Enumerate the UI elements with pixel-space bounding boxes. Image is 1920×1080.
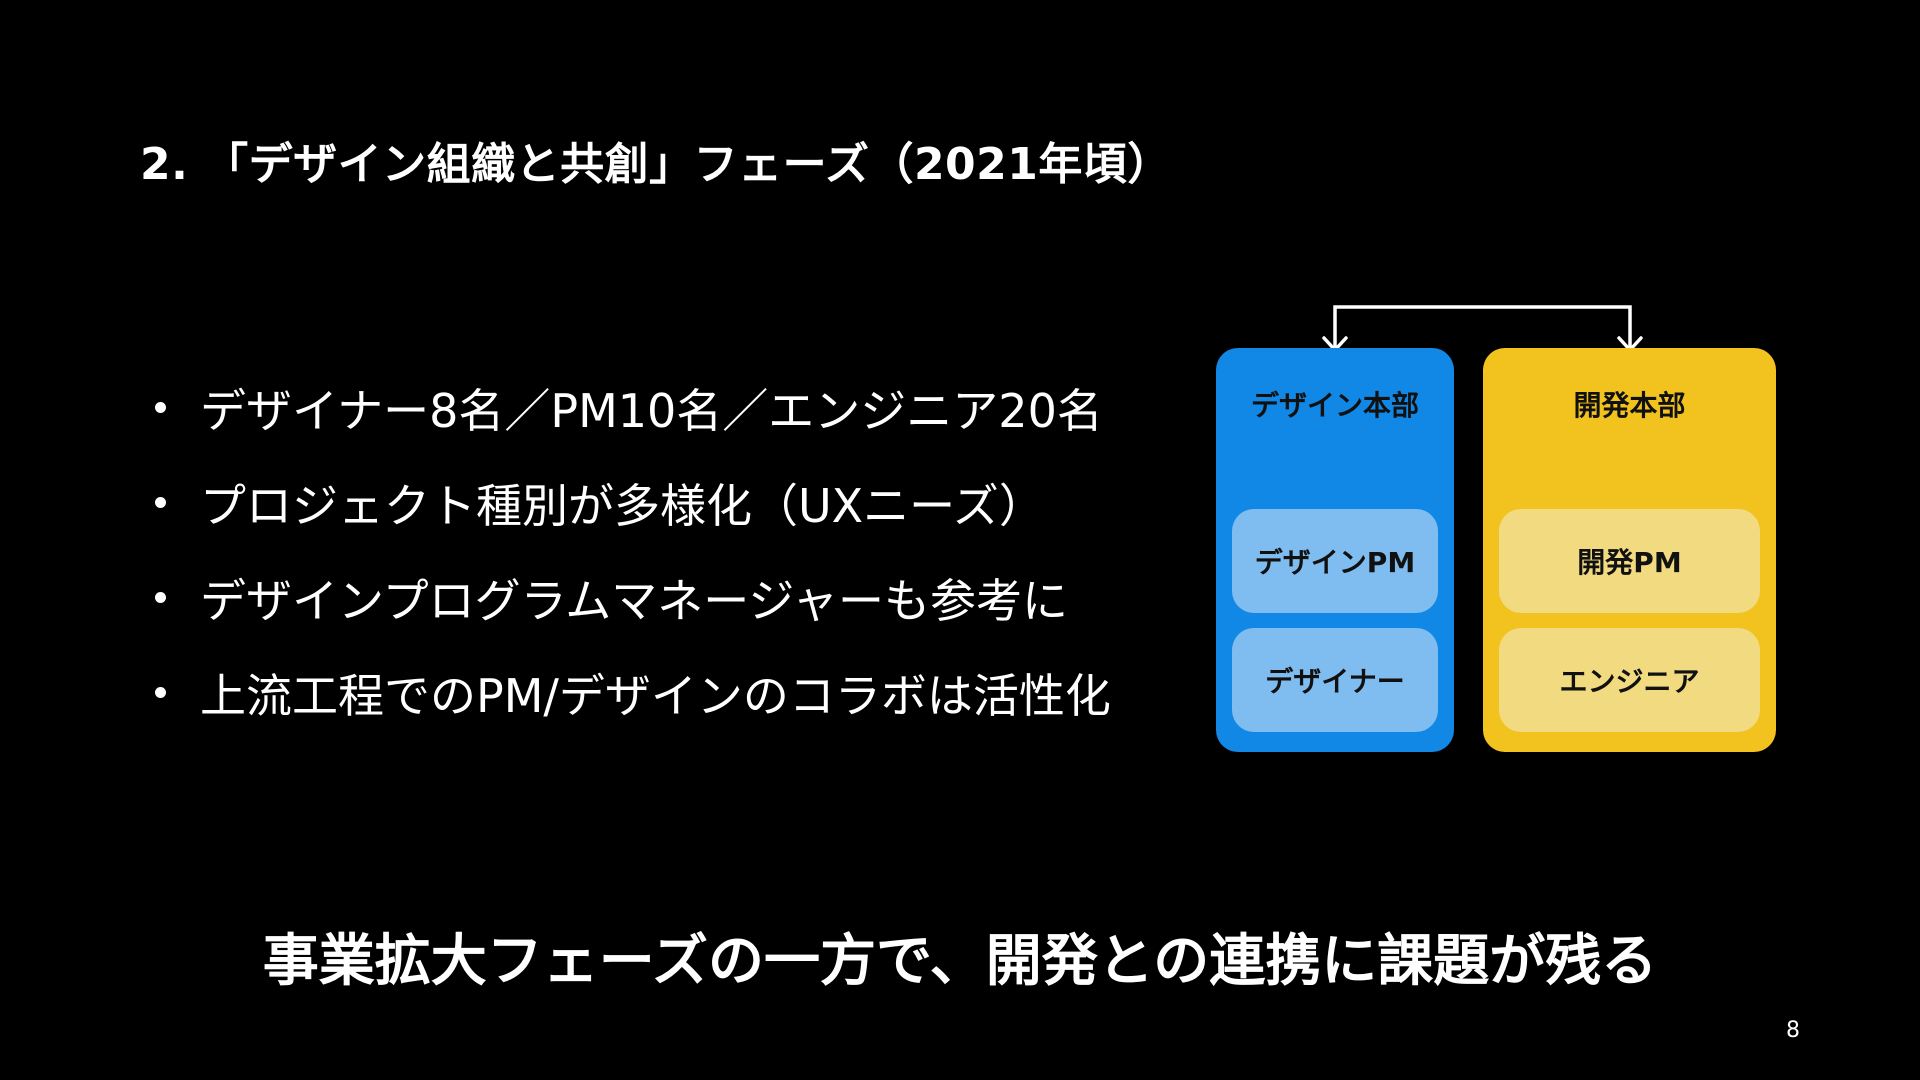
bullet-item: デザイナー8名／PM10名／エンジニア20名: [155, 360, 1111, 455]
conclusion-text: 事業拡大フェーズの一方で、開発との連携に課題が残る: [262, 929, 1658, 994]
bullet-text: デザインプログラムマネージャーも参考に: [200, 573, 1069, 628]
design-department-box: デザイン本部 デザインPM デザイナー: [1216, 348, 1454, 752]
dev-department-box: 開発本部 開発PM エンジニア: [1483, 348, 1776, 752]
bidirectional-arrow-icon: [1322, 305, 1643, 352]
bullet-list: デザイナー8名／PM10名／エンジニア20名 プロジェクト種別が多様化（UXニー…: [155, 360, 1111, 740]
bullet-item: 上流工程でのPM/デザインのコラボは活性化: [155, 645, 1111, 740]
dev-department-title: 開発本部: [1573, 389, 1686, 422]
designer-role: デザイナー: [1232, 628, 1438, 732]
bullet-item: デザインプログラムマネージャーも参考に: [155, 550, 1111, 645]
dev-pm-role: 開発PM: [1499, 509, 1760, 613]
design-department-title: デザイン本部: [1250, 389, 1419, 422]
bullet-text: デザイナー8名／PM10名／エンジニア20名: [200, 383, 1103, 438]
slide-title: 2. 「デザイン組織と共創」フェーズ（2021年頃）: [140, 139, 1172, 190]
bullet-text: プロジェクト種別が多様化（UXニーズ）: [200, 478, 1045, 533]
bullet-dot-icon: [155, 497, 166, 508]
bullet-item: プロジェクト種別が多様化（UXニーズ）: [155, 455, 1111, 550]
design-pm-role: デザインPM: [1232, 509, 1438, 613]
bullet-text: 上流工程でのPM/デザインのコラボは活性化: [200, 668, 1111, 723]
bullet-dot-icon: [155, 402, 166, 413]
bullet-dot-icon: [155, 592, 166, 603]
page-number: 8: [1786, 1018, 1800, 1043]
bullet-dot-icon: [155, 687, 166, 698]
engineer-role: エンジニア: [1499, 628, 1760, 732]
